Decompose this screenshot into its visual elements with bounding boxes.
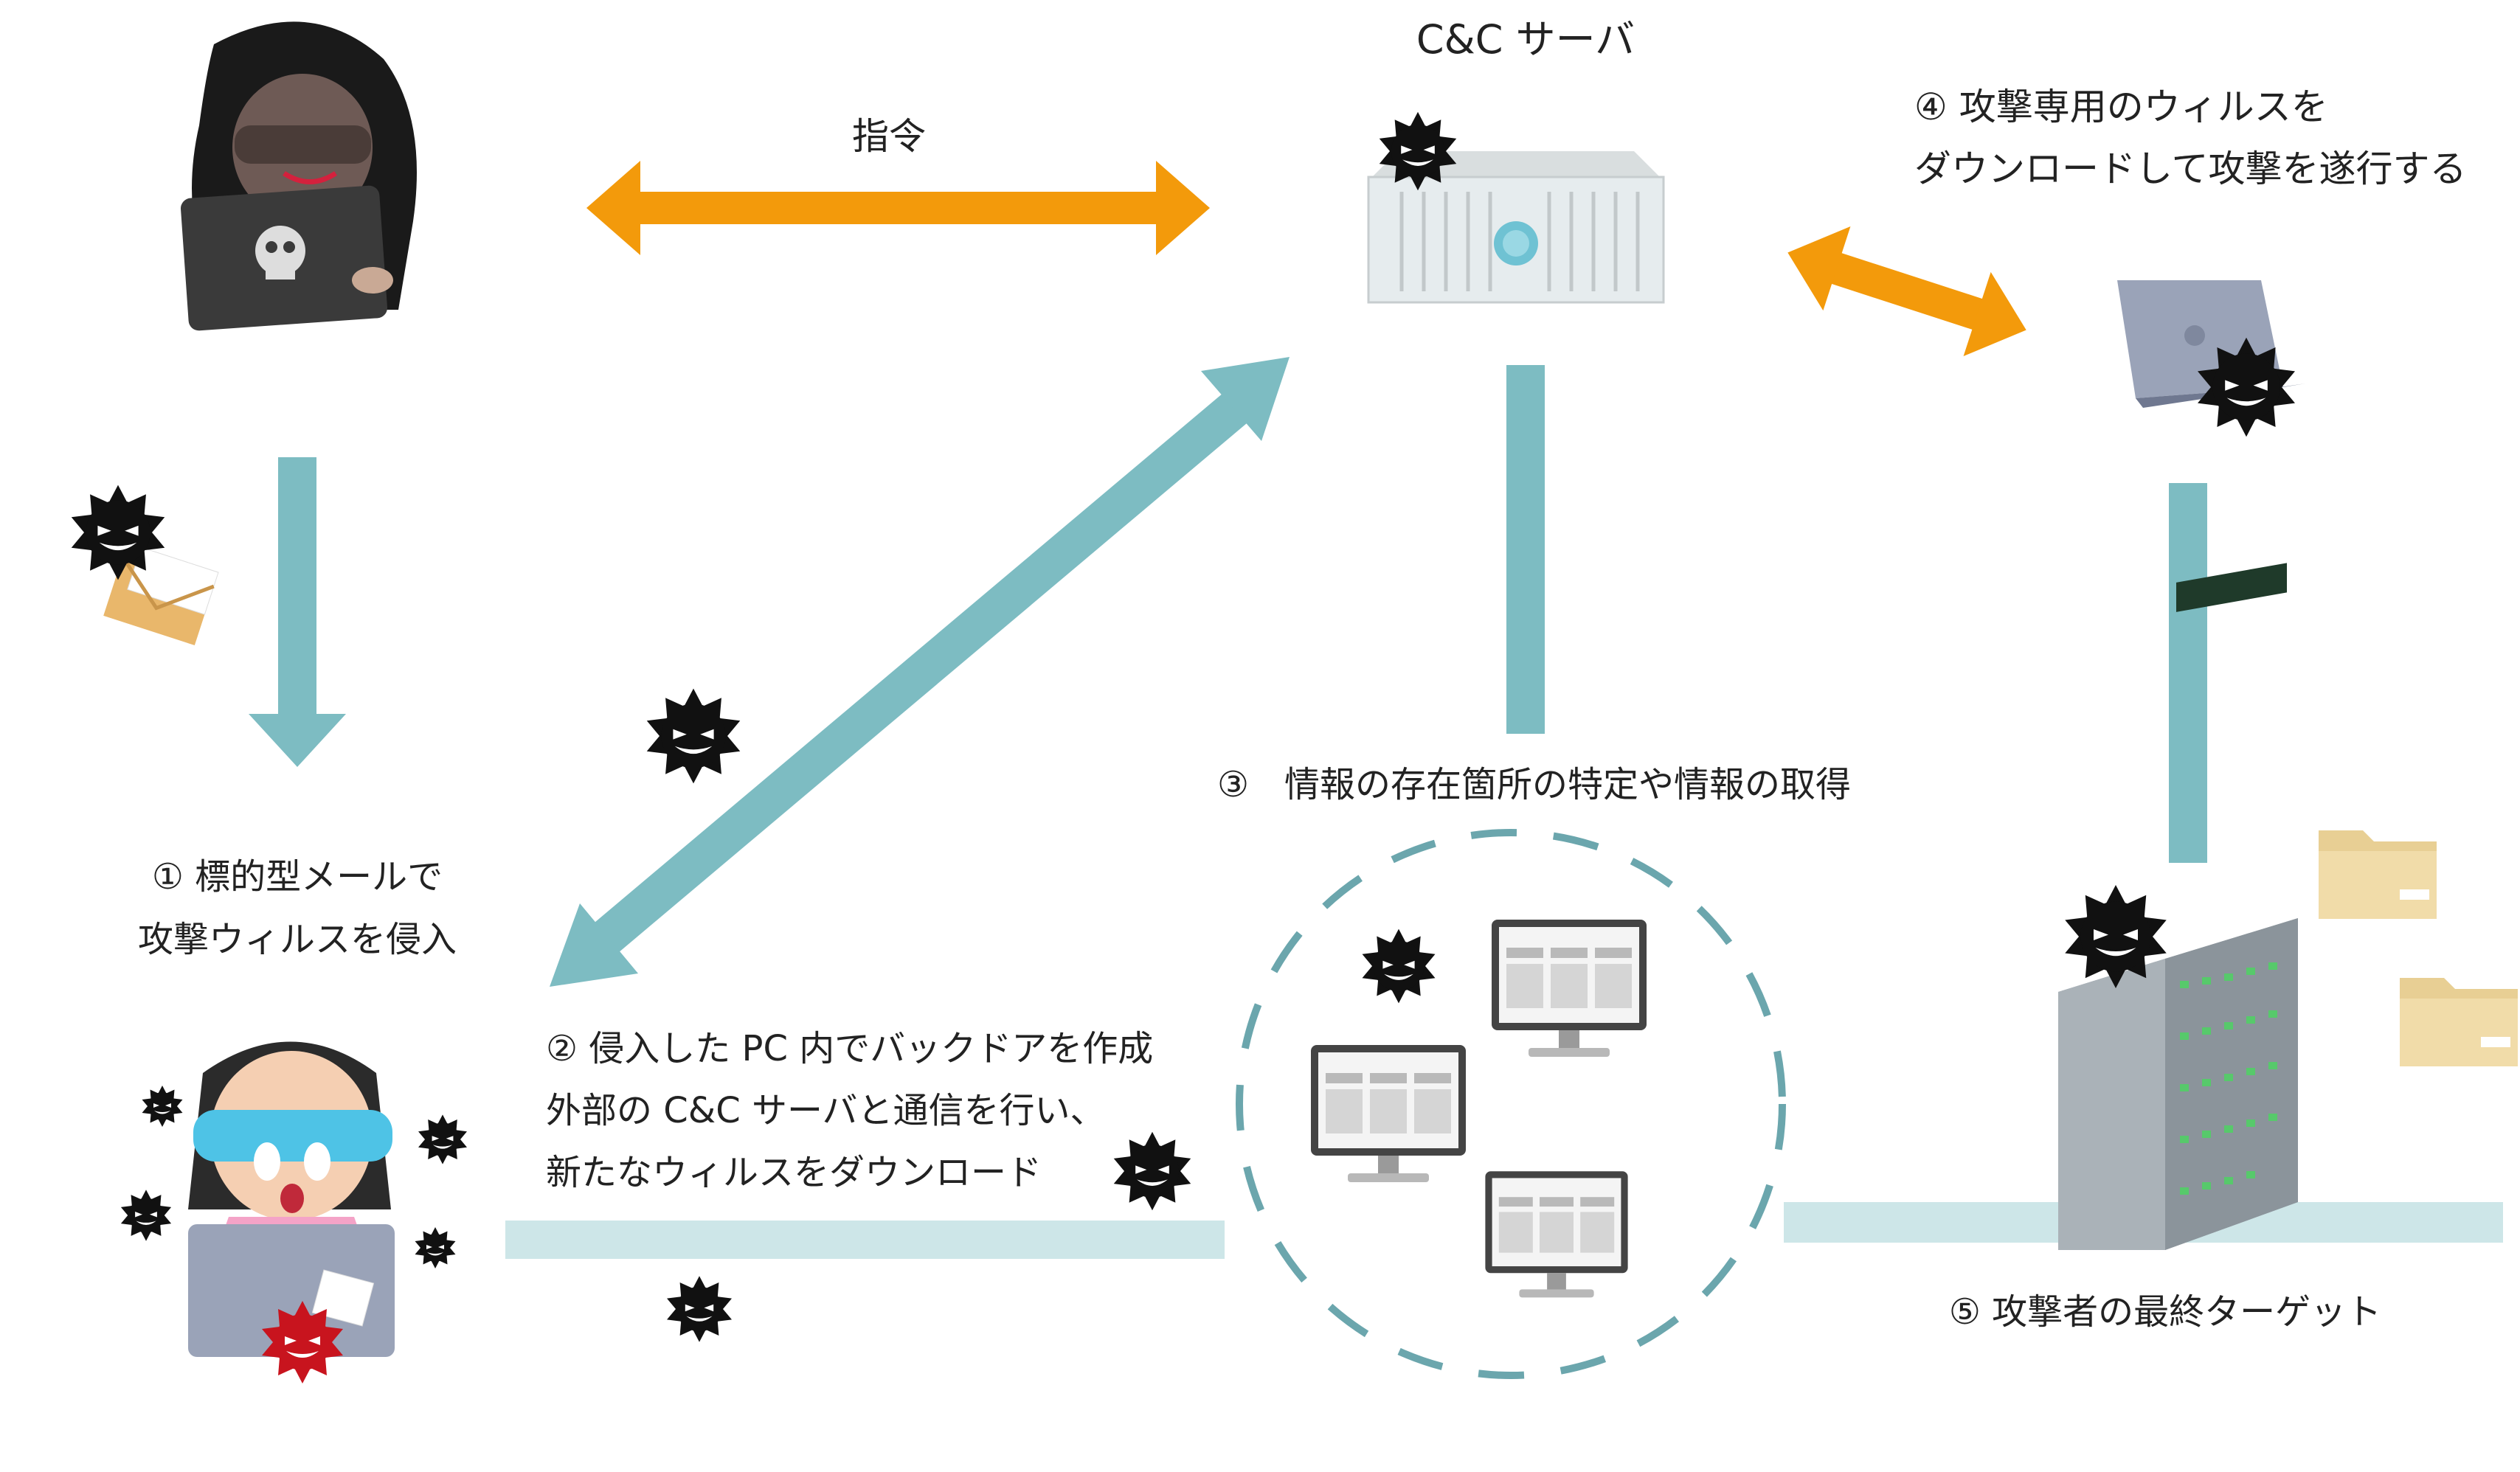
virus-icon xyxy=(667,1276,732,1342)
command-label: 指令 xyxy=(852,115,926,158)
desktop-monitor-icon xyxy=(1492,920,1647,1057)
desktop-monitor-icon xyxy=(1485,1171,1628,1298)
folder-icon xyxy=(2319,830,2437,919)
virus-icon xyxy=(646,688,741,784)
step2-label-line2: 外部の C&C サーバと通信を行い、 xyxy=(546,1090,1106,1131)
cc-server-title: C&C サーバ xyxy=(1416,16,1635,63)
desktop-monitor-icon xyxy=(1311,1045,1466,1182)
command-arrow xyxy=(586,161,1210,255)
server-rack-icon xyxy=(2058,563,2298,1250)
mail-intrusion-arrow xyxy=(249,457,346,767)
download-arrow xyxy=(1787,226,2026,356)
folder-icon xyxy=(2400,978,2518,1066)
step4-label-line2: ダウンロードして攻撃を遂行する xyxy=(1914,147,2467,190)
step2-label-line1: ② 侵入した PC 内でバックドアを作成 xyxy=(546,1028,1153,1069)
step5-label: ⑤ 攻撃者の最終ターゲット xyxy=(1949,1291,2381,1333)
network-band-left xyxy=(505,1221,1225,1259)
laptop-to-target-bar xyxy=(2169,483,2207,863)
step2-label-line3: 新たなウィルスをダウンロード xyxy=(546,1152,1042,1193)
virus-icon xyxy=(120,1190,172,1241)
server-unit-icon xyxy=(1367,151,1665,304)
step1-label-line1: ① 標的型メールで xyxy=(152,856,443,898)
backdoor-arrow xyxy=(550,357,1290,987)
hooded-hacker-icon xyxy=(180,21,417,331)
virus-icon xyxy=(142,1086,183,1127)
virus-icon xyxy=(1113,1131,1191,1211)
virus-icon xyxy=(1362,928,1436,1004)
virus-icon xyxy=(415,1227,456,1268)
step3-label: ③ 情報の存在箇所の特定や情報の取得 xyxy=(1217,764,1851,805)
internal-network-circle xyxy=(1236,829,1786,1379)
cc-to-network-bar xyxy=(1506,365,1545,734)
step1-label-line2: 攻撃ウィルスを侵入 xyxy=(138,919,457,960)
infected-user-icon xyxy=(188,1041,395,1357)
step4-label-line1: ④ 攻撃専用のウィルスを xyxy=(1914,86,2328,128)
virus-icon xyxy=(418,1114,467,1164)
